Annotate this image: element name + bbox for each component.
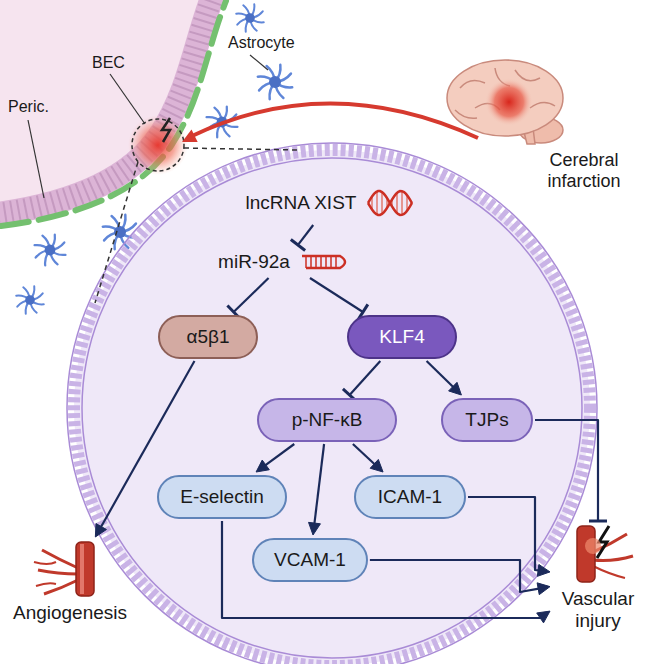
cell-membrane-inner	[82, 158, 582, 658]
pathway-pill: VCAM-1	[252, 538, 368, 582]
pathway-pill: α5β1	[158, 315, 258, 359]
zoom-line	[95, 162, 138, 303]
node-text: E-selectin	[180, 486, 263, 508]
node-text: KLF4	[379, 326, 424, 348]
activation-arrow	[314, 444, 324, 525]
mir-icon	[300, 248, 352, 276]
labeled-icon: miR-92a	[218, 248, 352, 276]
arrow-head	[537, 564, 550, 576]
cell-body	[74, 150, 590, 664]
figure-label: Astrocyte	[228, 34, 295, 52]
node-text: α5β1	[186, 326, 229, 348]
inhibition-line	[350, 361, 380, 394]
arrow-head	[537, 611, 550, 623]
label-text: Cerebral infarction	[547, 150, 620, 191]
label-text: BEC	[92, 54, 125, 71]
pathway-pill: E-selectin	[157, 475, 287, 519]
arrow-head	[309, 522, 321, 535]
labeled-icon: lncRNA XIST	[246, 183, 415, 223]
node-text: ICAM-1	[378, 486, 442, 508]
pathway-pill: ICAM-1	[354, 475, 466, 519]
figure-label: Peric.	[8, 98, 49, 116]
inhibition-line	[234, 278, 268, 311]
arrow-head	[449, 382, 462, 395]
inhibition-line	[535, 420, 598, 520]
arrow-head	[256, 460, 269, 472]
labeled-icon: Angiogenesis	[6, 540, 134, 624]
injury-spark	[162, 118, 170, 142]
activation-arrow	[427, 361, 455, 388]
bec-zoom-circle	[132, 119, 184, 171]
vessel-wall	[0, 0, 215, 215]
figure-label: BEC	[92, 54, 125, 72]
figure-label: Cerebral infarction	[528, 150, 640, 192]
leader-line	[110, 74, 145, 124]
leader-line	[250, 55, 268, 70]
leader-line	[28, 120, 44, 198]
node-text: miR-92a	[218, 251, 290, 273]
arrow-head	[370, 459, 383, 472]
arrow-head	[95, 524, 106, 537]
activation-arrow	[370, 560, 540, 592]
brain	[447, 60, 563, 144]
activation-arrow	[264, 444, 294, 466]
node-text: lncRNA XIST	[246, 192, 357, 214]
node-text: TJPs	[465, 409, 508, 431]
inhibition-line	[310, 278, 362, 311]
pathway-pill: TJPs	[441, 398, 533, 442]
node-text: p-NF-κB	[292, 409, 363, 431]
node-text: Vascular injury	[553, 588, 643, 632]
inhibition-bar	[589, 520, 607, 523]
activation-arrow	[353, 444, 376, 465]
angio-icon	[20, 540, 120, 598]
label-text: Astrocyte	[228, 34, 295, 51]
vessel-wall-texture	[0, 0, 215, 215]
inhibition-line	[299, 225, 314, 244]
activation-arrow	[222, 521, 542, 618]
inhibition-bar	[291, 240, 305, 251]
node-text: VCAM-1	[274, 549, 346, 571]
dna-icon	[366, 183, 414, 223]
node-text: Angiogenesis	[13, 602, 127, 624]
pathway-pill: KLF4	[347, 315, 457, 359]
injury-icon	[555, 524, 641, 584]
cell-membrane-outer	[67, 143, 597, 664]
infarction-arrow	[192, 103, 478, 138]
vessel-lumen	[0, 0, 215, 215]
arrow-head	[537, 583, 550, 595]
pathway-pill: p-NF-κB	[257, 398, 397, 442]
labeled-icon: Vascular injury	[553, 524, 643, 632]
zoom-line	[184, 148, 298, 150]
label-text: Peric.	[8, 98, 49, 115]
infarction-arrowhead	[182, 130, 198, 143]
